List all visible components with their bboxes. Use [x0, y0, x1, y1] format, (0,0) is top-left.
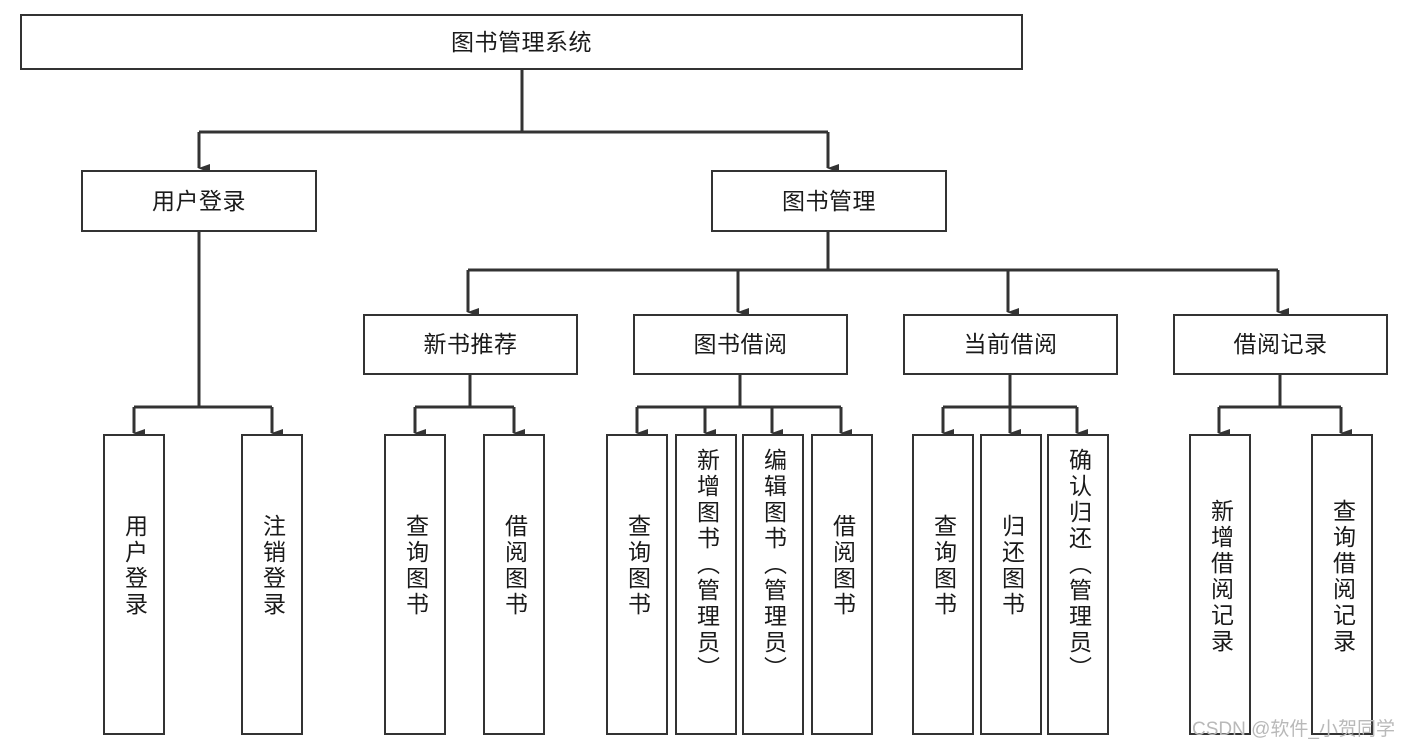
node-user-login[interactable]: 用户登录: [81, 170, 317, 232]
leaf-query-book-1-label: 查询图书: [402, 514, 429, 618]
leaf-user-login[interactable]: 用户登录: [103, 434, 165, 735]
leaf-query-book-3[interactable]: 查询图书: [912, 434, 974, 735]
leaf-borrow-book-2-label: 借阅图书: [829, 514, 856, 618]
node-current-borrow-label: 当前借阅: [963, 331, 1058, 358]
leaf-confirm-return[interactable]: 确认归还（管理员）: [1047, 434, 1109, 735]
node-root[interactable]: 图书管理系统: [20, 14, 1023, 70]
leaf-add-book[interactable]: 新增图书（管理员）: [675, 434, 737, 735]
leaf-confirm-return-label: 确认归还（管理员）: [1065, 448, 1092, 682]
node-borrow-record[interactable]: 借阅记录: [1173, 314, 1388, 375]
node-new-book-rec[interactable]: 新书推荐: [363, 314, 578, 375]
leaf-edit-book-label: 编辑图书（管理员）: [760, 448, 787, 682]
node-book-manage-label: 图书管理: [782, 187, 876, 214]
leaf-user-logout-label: 注销登录: [259, 514, 286, 618]
node-book-borrow[interactable]: 图书借阅: [633, 314, 848, 375]
leaf-query-book-2-label: 查询图书: [624, 514, 651, 618]
leaf-query-book-1[interactable]: 查询图书: [384, 434, 446, 735]
leaf-query-record-label: 查询借阅记录: [1329, 499, 1356, 655]
node-root-label: 图书管理系统: [451, 28, 592, 55]
leaf-edit-book[interactable]: 编辑图书（管理员）: [742, 434, 804, 735]
node-user-login-label: 用户登录: [152, 187, 246, 214]
leaf-return-book[interactable]: 归还图书: [980, 434, 1042, 735]
leaf-query-record[interactable]: 查询借阅记录: [1311, 434, 1373, 735]
leaf-return-book-label: 归还图书: [998, 514, 1025, 618]
leaf-add-book-label: 新增图书（管理员）: [693, 448, 720, 682]
leaf-borrow-book-1-label: 借阅图书: [501, 514, 528, 618]
leaf-query-book-3-label: 查询图书: [930, 514, 957, 618]
leaf-add-record-label: 新增借阅记录: [1207, 499, 1234, 655]
leaf-user-logout[interactable]: 注销登录: [241, 434, 303, 735]
node-borrow-record-label: 借阅记录: [1233, 331, 1328, 358]
leaf-query-book-2[interactable]: 查询图书: [606, 434, 668, 735]
node-book-manage[interactable]: 图书管理: [711, 170, 947, 232]
node-book-borrow-label: 图书借阅: [693, 331, 788, 358]
node-current-borrow[interactable]: 当前借阅: [903, 314, 1118, 375]
csdn-watermark: CSDN @软件_小贺同学: [1192, 719, 1395, 740]
leaf-borrow-book-1[interactable]: 借阅图书: [483, 434, 545, 735]
node-new-book-rec-label: 新书推荐: [423, 331, 518, 358]
leaf-add-record[interactable]: 新增借阅记录: [1189, 434, 1251, 735]
leaf-user-login-label: 用户登录: [121, 514, 148, 618]
leaf-borrow-book-2[interactable]: 借阅图书: [811, 434, 873, 735]
